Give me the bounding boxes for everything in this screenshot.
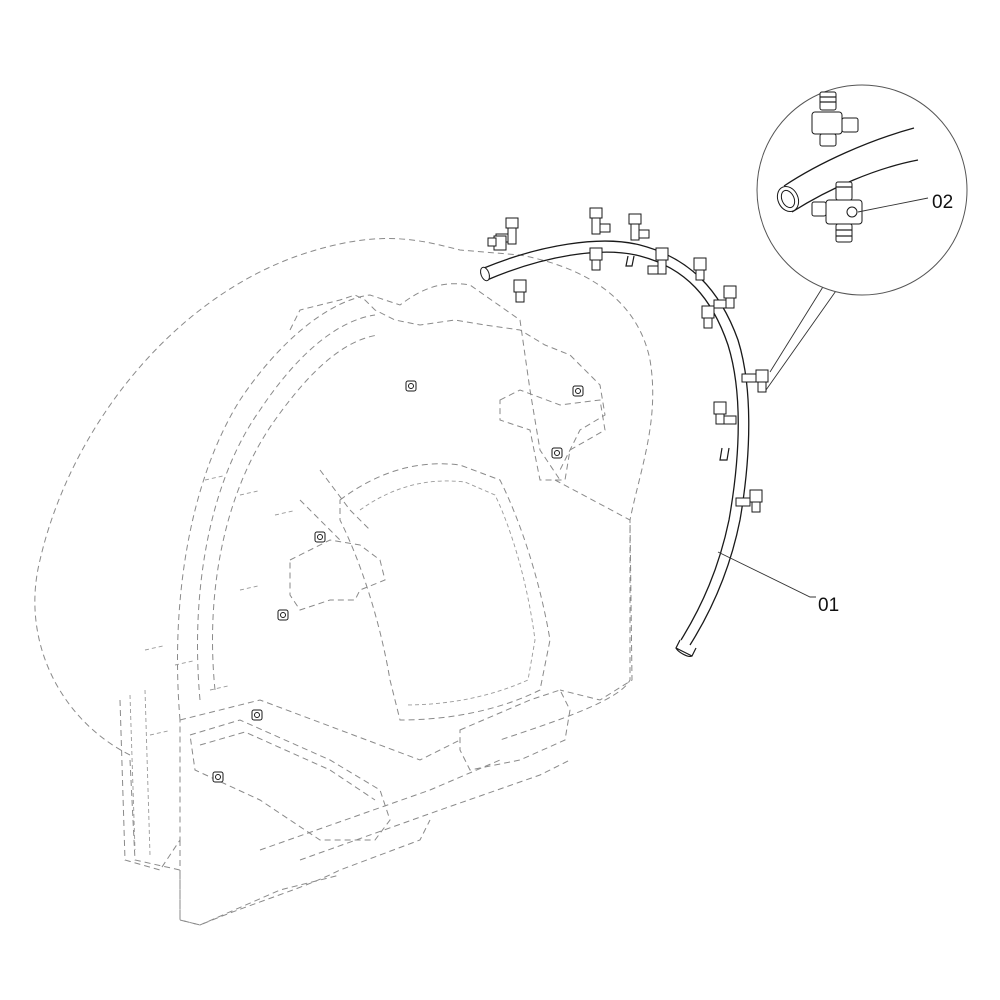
spray-pipe-assembly [480, 207, 769, 657]
ghost-top-profile [289, 294, 606, 471]
ghost-left-bracket [289, 539, 386, 611]
ghost-mid-bracket [499, 389, 606, 481]
detail-pipe-bottom [791, 159, 919, 213]
pipe-clamp [719, 447, 730, 461]
ghost-pins [144, 475, 294, 736]
bolt-head [551, 447, 563, 459]
ghost-lower-crossbar [189, 719, 391, 841]
ghost-front-plate-b [197, 314, 376, 701]
tee-fitting [693, 257, 707, 281]
ghost-inner-shell [129, 759, 431, 926]
ghost-left-arm [299, 469, 371, 541]
ghost-rail-a [179, 699, 461, 761]
detail-connector-line [765, 287, 839, 391]
ghost-hopper-opening [339, 463, 551, 721]
tee-fitting [701, 305, 715, 329]
bolt-head [405, 380, 417, 392]
bolt-head [212, 771, 224, 783]
detail-circle [756, 84, 968, 296]
pipe-clamp [625, 255, 635, 267]
callout-01-label: 01 [818, 595, 839, 616]
callout-01-leader [717, 551, 816, 598]
tee-fitting [647, 247, 669, 275]
ghost-right-crossbar [459, 689, 571, 771]
ghost-rail-c [299, 759, 571, 861]
detail-magnifier [756, 84, 968, 391]
detail-connector-line [769, 281, 827, 373]
ghost-lower-crossbar-inner [199, 731, 376, 801]
ghost-outer-shell [34, 238, 654, 756]
ghost-right-panel [554, 479, 633, 701]
tee-fitting [741, 369, 769, 393]
spray-pipe-outer [483, 240, 750, 646]
ghost-frame [34, 238, 654, 926]
callout-01: 01 [717, 551, 839, 616]
tee-fitting [589, 207, 611, 235]
bolt-head [277, 609, 289, 621]
tee-fitting [487, 235, 507, 251]
ghost-rail-b [259, 759, 501, 851]
callout-02-leader [857, 197, 929, 213]
ghost-hopper-inner [359, 480, 536, 706]
detail-pipe-top [783, 127, 915, 187]
detail-pipe-end-inner [780, 189, 796, 209]
ghost-left-plate [119, 699, 181, 871]
bolt-heads [212, 380, 584, 783]
tee-fitting [735, 489, 763, 513]
tee-fitting [513, 279, 527, 303]
bolt-head [572, 385, 584, 397]
bolt-head [251, 709, 263, 721]
tee-fitting [589, 247, 603, 271]
detail-tee-fitting-lower [811, 181, 863, 243]
pipe-end-cap-left [480, 266, 490, 282]
ghost-front-lower [179, 840, 341, 926]
callout-02: 02 [857, 192, 953, 213]
tee-fitting [713, 401, 737, 425]
tee-fitting [628, 213, 650, 241]
bolt-head [314, 531, 326, 543]
ghost-front-plate [177, 283, 561, 721]
pipe-end-cap-bottom [675, 639, 697, 657]
tee-fitting [713, 285, 737, 309]
detail-tee-fitting-upper [811, 91, 859, 147]
spray-pipe-inner [486, 251, 739, 641]
ghost-left-plate-inner [129, 689, 151, 856]
callout-02-label: 02 [932, 192, 953, 213]
